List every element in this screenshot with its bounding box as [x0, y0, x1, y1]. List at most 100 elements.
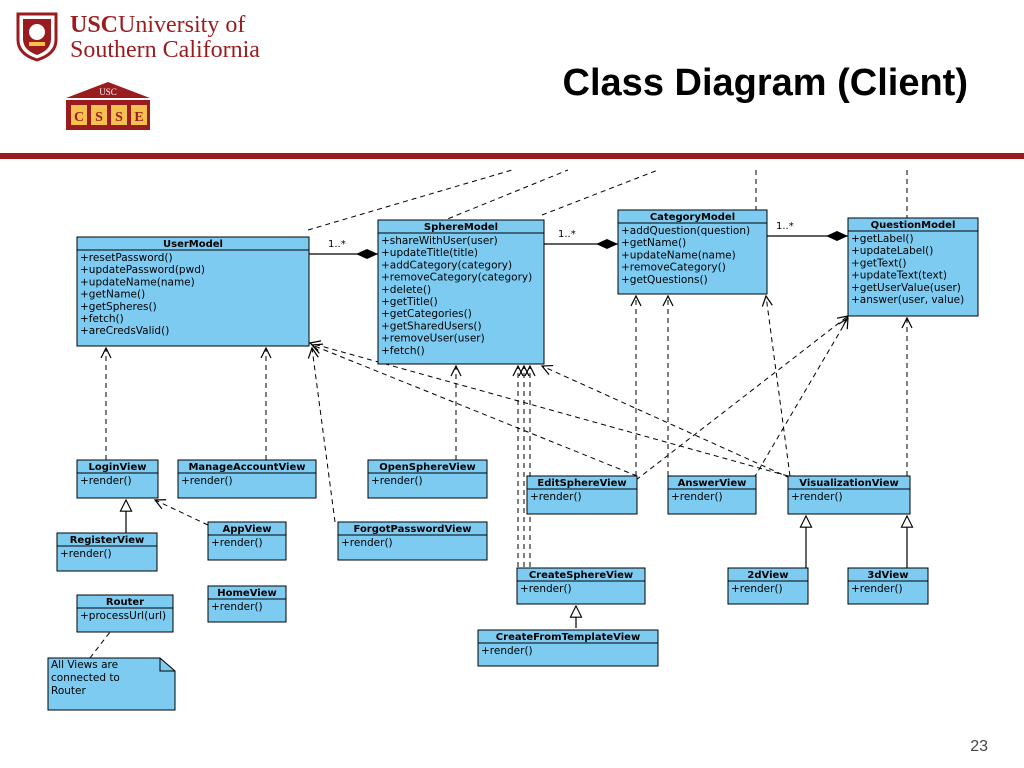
class-member: +removeCategory() [621, 262, 726, 274]
class-member: +getText() [851, 257, 906, 269]
class-member: +updateTitle(title) [381, 247, 478, 259]
multiplicity-label: 1..* [328, 239, 346, 250]
class-member: +render() [851, 583, 903, 595]
class-visualization-view[interactable]: VisualizationView +render() [787, 475, 911, 515]
class-member: +render() [481, 645, 533, 657]
class-login-view[interactable]: LoginView +render() [76, 459, 159, 499]
class-name: CreateSphereView [529, 570, 633, 581]
class-member: +updateName(name) [80, 276, 195, 288]
class-sphere-model[interactable]: SphereModel +shareWithUser(user)+updateTi… [377, 219, 545, 365]
class-question-model[interactable]: QuestionModel+getLabel()+updateLabel()+g… [847, 217, 979, 317]
class-forgot-password-view[interactable]: ForgotPasswordView+render() [337, 521, 488, 561]
class-app-view[interactable]: AppView+render() [207, 521, 287, 561]
class-router[interactable]: Router +processUrl(url) [76, 594, 174, 633]
class-box [337, 521, 488, 561]
class-name: ForgotPasswordView [354, 524, 472, 535]
class-name: LoginView [89, 462, 147, 473]
class-edit-sphere-view[interactable]: EditSphereView+render() [526, 475, 638, 515]
class-name: RegisterView [70, 535, 145, 546]
class-create-from-template-view[interactable]: CreateFromTemplateView +render() [477, 629, 659, 667]
class-member: +fetch() [381, 345, 425, 357]
class-member: +addCategory(category) [381, 259, 512, 271]
class-member: +addQuestion(question) [621, 225, 750, 237]
page-title: Class Diagram (Client) [562, 62, 968, 104]
class-3d-view[interactable]: 3dView +render() [847, 567, 929, 605]
class-member: +render() [731, 583, 783, 595]
class-member: +getSharedUsers() [381, 320, 482, 332]
class-member: +processUrl(url) [80, 610, 166, 622]
dependency-line [541, 169, 659, 216]
class-member: +getCategories() [381, 308, 472, 320]
class-member: +getTitle() [381, 296, 438, 308]
class-member: +render() [371, 475, 423, 487]
csse-letter-c: C [74, 110, 84, 125]
csse-badge-top: USC [99, 87, 117, 97]
class-box [207, 585, 287, 623]
class-2d-view[interactable]: 2dView+render() [727, 567, 809, 605]
usc-logo: USCUniversity of Southern California [14, 10, 260, 66]
class-box [847, 567, 929, 605]
class-member: +render() [80, 475, 132, 487]
class-name: VisualizationView [799, 478, 898, 489]
dependency-line [439, 169, 569, 223]
class-name: 3dView [867, 570, 908, 581]
class-box [727, 567, 809, 605]
class-box [76, 459, 159, 499]
class-member: +removeUser(user) [381, 333, 485, 345]
class-member: +shareWithUser(user) [381, 235, 498, 247]
dependency-line [542, 366, 791, 479]
class-member: +render() [211, 537, 263, 549]
title-divider [0, 153, 1024, 159]
class-open-sphere-view[interactable]: OpenSphereView +render() [367, 459, 488, 499]
class-member: +render() [520, 583, 572, 595]
class-create-sphere-view[interactable]: CreateSphereView +render() [516, 567, 646, 605]
class-name: OpenSphereView [379, 462, 476, 473]
class-manage-account-view[interactable]: ManageAccountView +render() [177, 459, 317, 499]
class-box [516, 567, 646, 605]
class-box [76, 236, 310, 347]
csse-letter-s1: S [95, 110, 103, 125]
class-member: +getName() [621, 237, 686, 249]
class-member: +render() [530, 491, 582, 503]
class-member: +updateName(name) [621, 249, 736, 261]
class-user-model[interactable]: UserModel+resetPassword()+updatePassword… [76, 236, 310, 347]
class-category-model[interactable]: CategoryModel+addQuestion(question)+getN… [617, 209, 768, 295]
class-box [787, 475, 911, 515]
class-member: +delete() [381, 284, 431, 296]
note-anchor-line [89, 631, 111, 659]
class-member: +getQuestions() [621, 274, 708, 286]
class-member: +render() [181, 475, 233, 487]
class-member: +resetPassword() [80, 252, 173, 264]
usc-seal-icon [16, 12, 58, 62]
page-number: 23 [970, 738, 988, 755]
class-name: SphereModel [424, 222, 498, 233]
csse-letter-e: E [134, 110, 143, 125]
note-line: Router [51, 685, 86, 697]
class-name: HomeView [217, 588, 276, 599]
class-answer-view[interactable]: AnswerView+render() [667, 475, 757, 515]
class-box [207, 521, 287, 561]
class-member: +updateText(text) [851, 270, 947, 282]
dependency-line [310, 343, 789, 477]
router-note: All Views are connected to Router [47, 657, 176, 711]
class-box [76, 594, 174, 633]
class-register-view[interactable]: RegisterView +render() [56, 532, 158, 572]
class-box [367, 459, 488, 499]
class-member: +render() [60, 548, 112, 560]
csse-letter-s2: S [115, 110, 123, 125]
multiplicity-label: 1..* [776, 221, 794, 232]
class-name: Router [106, 597, 144, 608]
class-box [526, 475, 638, 515]
class-home-view[interactable]: HomeView +render() [207, 585, 287, 623]
note-line: All Views are [51, 659, 118, 671]
class-member: +render() [791, 491, 843, 503]
class-box [617, 209, 768, 295]
multiplicity-label: 1..* [558, 229, 576, 240]
class-box [56, 532, 158, 572]
dependency-line [312, 348, 336, 523]
class-member: +render() [211, 601, 263, 613]
class-name: CreateFromTemplateView [496, 632, 640, 643]
class-name: ManageAccountView [188, 462, 305, 473]
university-name-line1: USCUniversity of [70, 12, 246, 38]
